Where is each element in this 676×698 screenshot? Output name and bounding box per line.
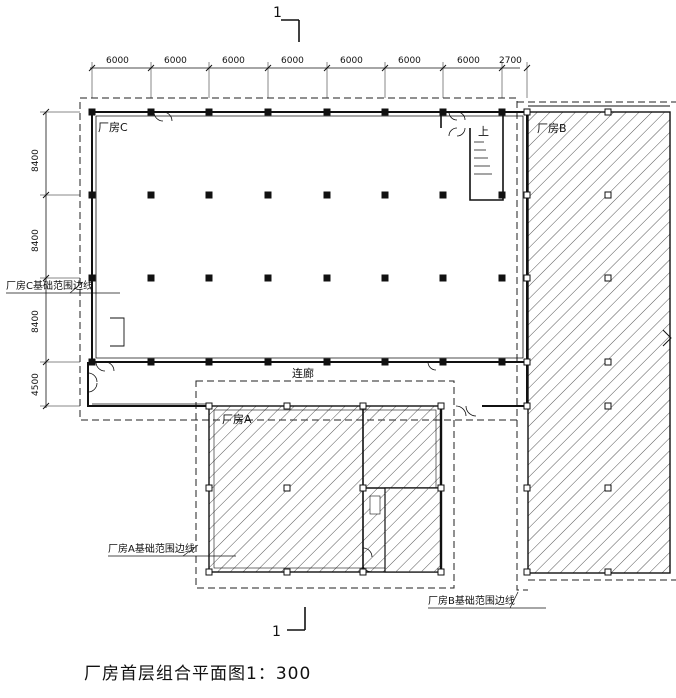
annotation-boundary-b: 厂房B基础范围边线 <box>428 591 546 609</box>
column <box>283 484 291 492</box>
svg-text:厂房A基础范围边线: 厂房A基础范围边线 <box>108 542 195 555</box>
column <box>359 402 367 410</box>
column <box>523 402 531 410</box>
column <box>283 402 291 410</box>
column <box>323 191 331 199</box>
column <box>205 568 213 576</box>
column <box>323 108 331 116</box>
column <box>604 108 612 116</box>
column <box>205 358 213 366</box>
dim-top-6: 6000 <box>398 56 421 66</box>
annotation-boundary-a: 厂房A基础范围边线 <box>108 542 236 557</box>
column <box>323 274 331 282</box>
section-mark-top: 1 <box>273 5 300 42</box>
top-dimension-chain: 6000 6000 6000 6000 6000 6000 6000 2700 <box>88 56 531 98</box>
column <box>147 108 155 116</box>
column <box>604 402 612 410</box>
column <box>523 358 531 366</box>
section-mark-bottom-number: 1 <box>272 624 281 640</box>
column <box>381 108 389 116</box>
label-building-b: 厂房B <box>537 122 567 135</box>
boundary-a-outline <box>195 380 455 589</box>
column <box>205 484 213 492</box>
dim-top-7: 6000 <box>457 56 480 66</box>
label-stair-up: 上 <box>478 125 489 138</box>
column <box>439 191 447 199</box>
column <box>88 274 96 282</box>
column <box>439 358 447 366</box>
building-c <box>91 111 528 372</box>
drawing-title: 厂房首层组合平面图1：300 <box>84 664 312 684</box>
column <box>88 108 96 116</box>
column <box>205 274 213 282</box>
column <box>359 484 367 492</box>
column <box>439 108 447 116</box>
column <box>205 108 213 116</box>
stair-box <box>440 114 504 201</box>
dim-top-5: 6000 <box>340 56 363 66</box>
column <box>205 402 213 410</box>
column <box>205 191 213 199</box>
column <box>88 358 96 366</box>
column <box>439 274 447 282</box>
svg-text:厂房C基础范围边线: 厂房C基础范围边线 <box>6 279 93 292</box>
column <box>604 568 612 576</box>
column <box>604 484 612 492</box>
column <box>147 191 155 199</box>
column <box>498 274 506 282</box>
dim-top-2: 6000 <box>164 56 187 66</box>
building-b <box>527 105 672 574</box>
column <box>381 191 389 199</box>
column <box>498 108 506 116</box>
left-dimension-chain: 8400 8400 8400 4500 <box>31 108 80 410</box>
columns-a-b <box>205 108 612 576</box>
section-mark-top-number: 1 <box>273 5 282 21</box>
columns-c <box>88 108 506 366</box>
column <box>264 274 272 282</box>
column <box>498 191 506 199</box>
column <box>604 191 612 199</box>
svg-text:厂房B基础范围边线: 厂房B基础范围边线 <box>428 594 515 607</box>
column <box>437 568 445 576</box>
column <box>437 484 445 492</box>
column <box>523 108 531 116</box>
section-mark-bottom: 1 <box>272 607 306 640</box>
column <box>359 568 367 576</box>
dim-top-8: 2700 <box>499 56 522 66</box>
column <box>381 358 389 366</box>
dim-top-4: 6000 <box>281 56 304 66</box>
column <box>523 484 531 492</box>
column <box>264 108 272 116</box>
column <box>283 568 291 576</box>
annotation-boundary-c: 厂房C基础范围边线 <box>6 279 120 294</box>
column <box>523 274 531 282</box>
column <box>381 274 389 282</box>
dim-top-1: 6000 <box>106 56 129 66</box>
dim-left-3: 8400 <box>31 310 41 333</box>
dim-left-2: 8400 <box>31 229 41 252</box>
column <box>264 358 272 366</box>
column <box>147 274 155 282</box>
column <box>523 191 531 199</box>
dim-left-1: 8400 <box>31 149 41 172</box>
column <box>523 568 531 576</box>
column <box>604 274 612 282</box>
dim-top-3: 6000 <box>222 56 245 66</box>
column <box>147 358 155 366</box>
label-building-a: 厂房A <box>222 413 252 426</box>
dim-left-4: 4500 <box>31 373 41 396</box>
label-building-c: 厂房C <box>98 121 128 134</box>
column <box>498 358 506 366</box>
column <box>437 402 445 410</box>
building-a <box>208 405 443 573</box>
column <box>323 358 331 366</box>
column <box>264 191 272 199</box>
boundary-b-outline <box>516 101 676 591</box>
column <box>88 191 96 199</box>
column <box>604 358 612 366</box>
label-corridor: 连廊 <box>292 366 314 380</box>
